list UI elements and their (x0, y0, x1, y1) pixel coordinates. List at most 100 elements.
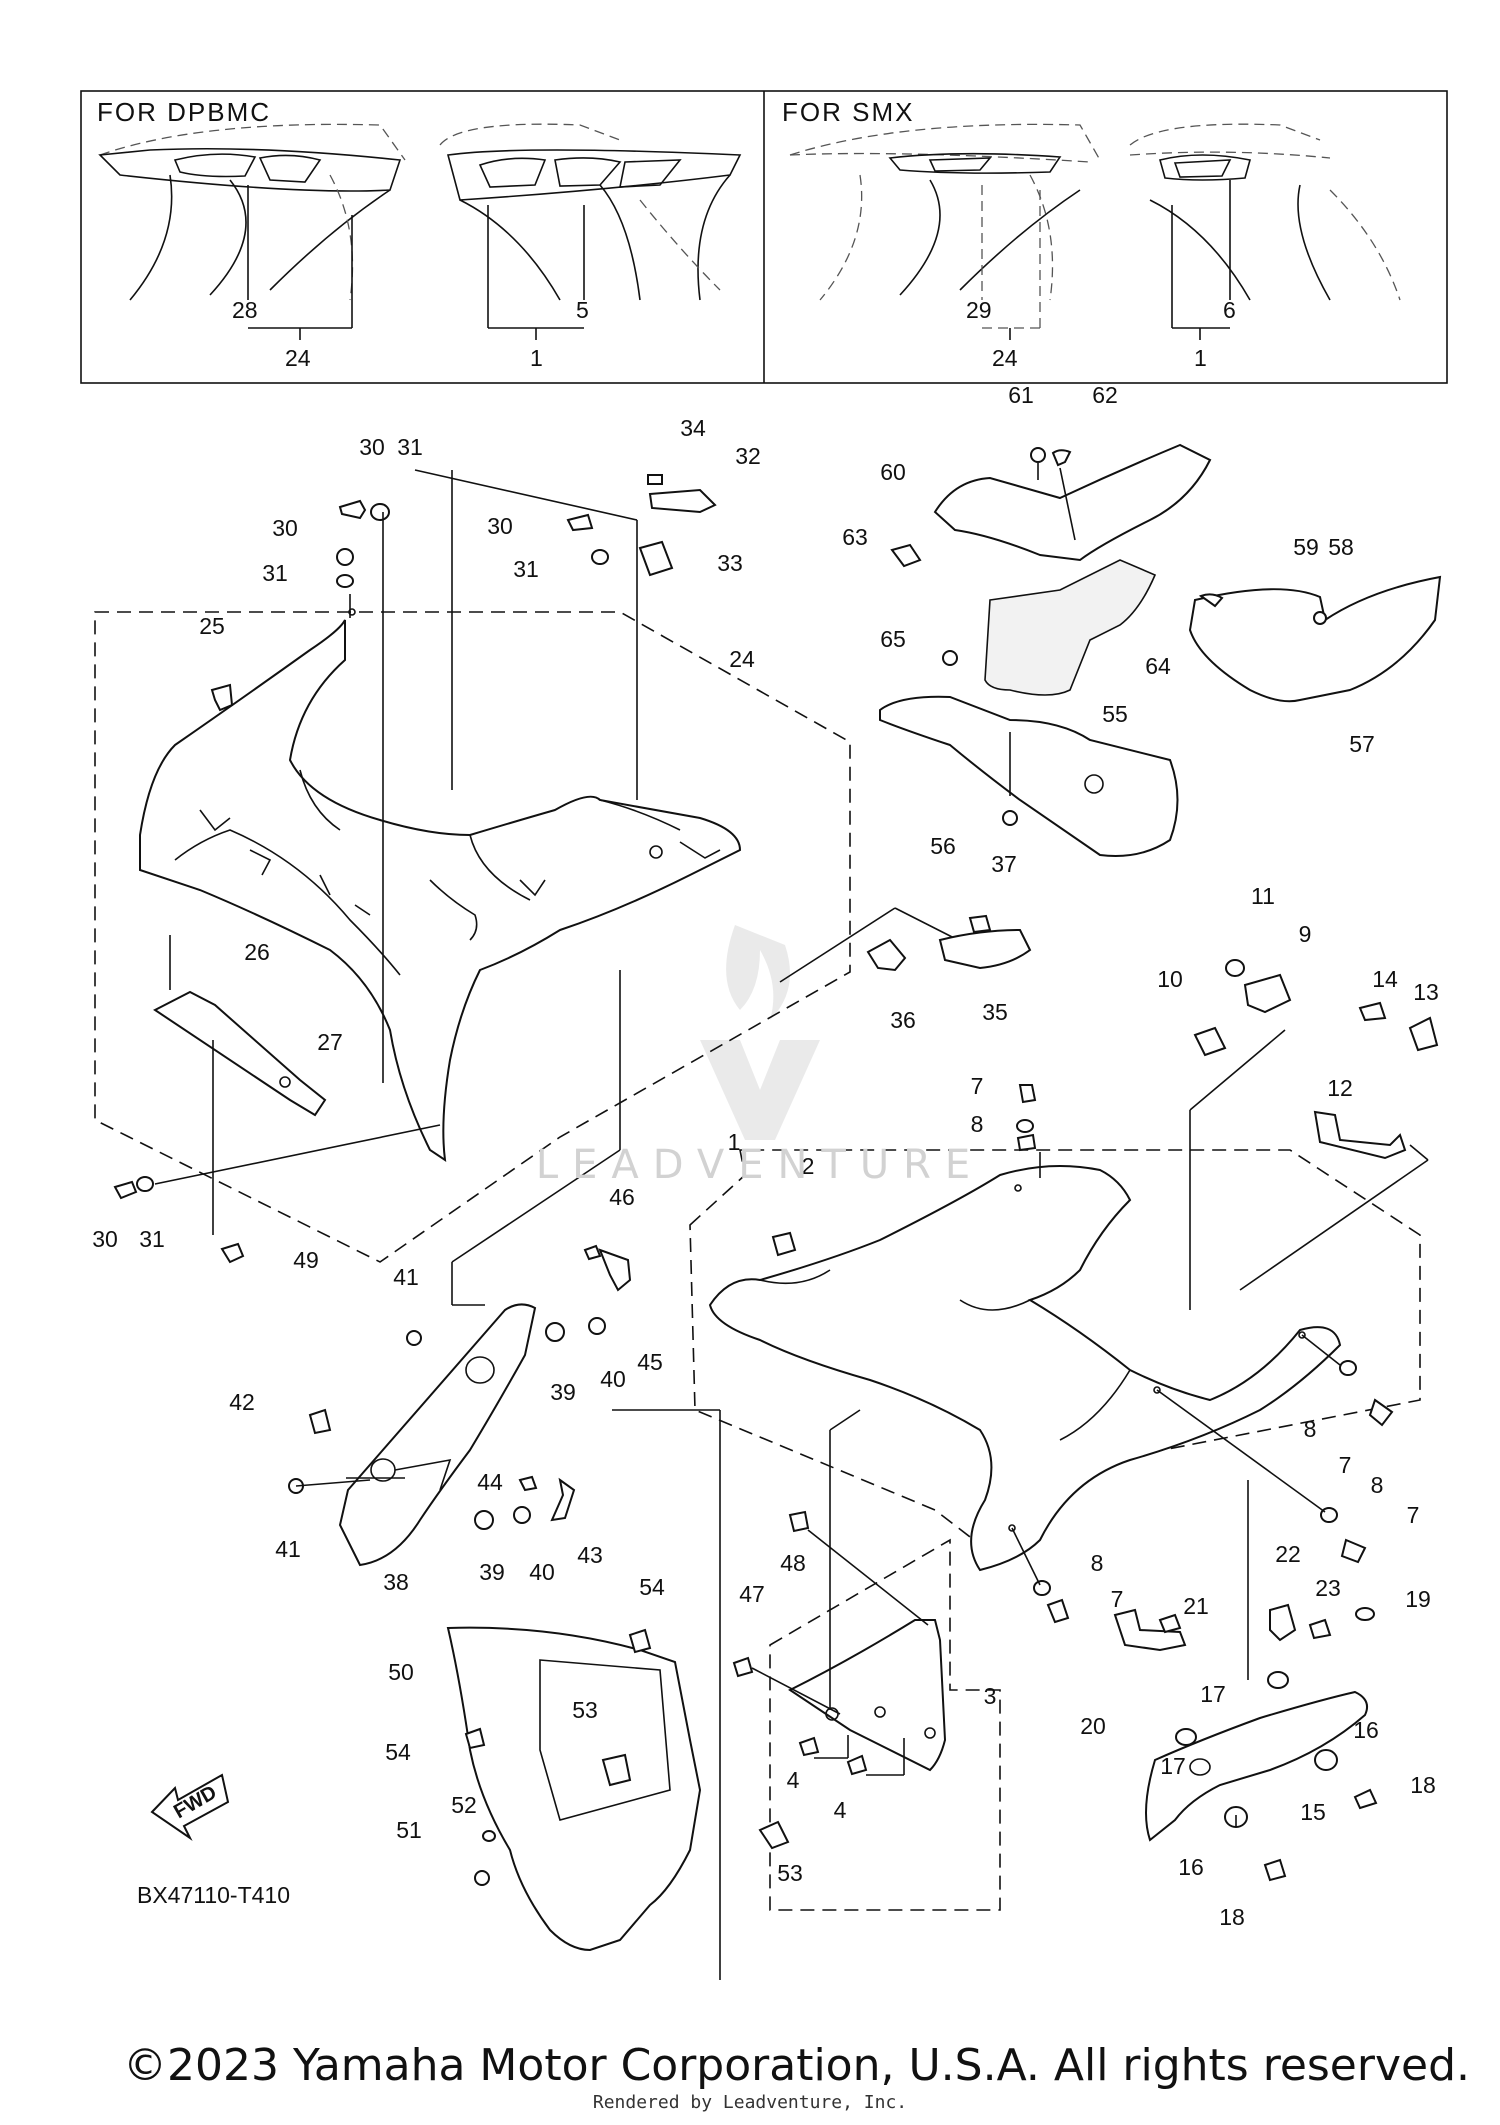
fwd-arrow-icon: FWD (150, 1773, 230, 1842)
watermark-logo (700, 925, 820, 1140)
callout-31: 31 (262, 560, 288, 586)
callout-13: 13 (1413, 979, 1439, 1005)
rendered-by-credit: Rendered by Leadventure, Inc. (592, 2092, 908, 2113)
callout-54: 54 (639, 1574, 665, 1600)
header-left-label-d: 1 (530, 345, 543, 371)
callout-22: 22 (1275, 1541, 1301, 1567)
callout-27: 27 (317, 1029, 343, 1055)
callout-21: 21 (1183, 1593, 1209, 1619)
callout-14: 14 (1372, 966, 1398, 992)
callout-10: 10 (1157, 966, 1183, 992)
callout-30: 30 (359, 434, 385, 460)
callout-43: 43 (577, 1542, 603, 1568)
diagram-code: BX47110-T410 (137, 1882, 291, 1908)
callout-59: 59 (1293, 534, 1319, 560)
callout-49: 49 (293, 1247, 319, 1273)
header-panel: FOR DPBMC FOR SMX (80, 90, 1448, 384)
callout-38: 38 (383, 1569, 409, 1595)
callout-30: 30 (487, 513, 513, 539)
callout-41: 41 (275, 1536, 301, 1562)
callout-8: 8 (1091, 1550, 1104, 1576)
callout-8: 8 (971, 1111, 984, 1137)
callout-53: 53 (777, 1860, 803, 1886)
callout-24: 24 (729, 646, 755, 672)
inner-brackets-upper-right (879, 443, 1442, 857)
callout-55: 55 (1102, 701, 1128, 727)
header-right-label-b: 6 (1223, 297, 1236, 323)
callout-3: 3 (984, 1683, 997, 1709)
copyright-notice: ©2023 Yamaha Motor Corporation, U.S.A. A… (123, 2040, 1470, 2091)
callout-34: 34 (680, 415, 706, 441)
header-left-title: FOR DPBMC (97, 97, 271, 127)
callout-64: 64 (1145, 653, 1171, 679)
callout-31: 31 (513, 556, 539, 582)
callout-44: 44 (477, 1469, 503, 1495)
callout-26: 26 (244, 939, 270, 965)
callout-9: 9 (1299, 921, 1312, 947)
callout-4: 4 (787, 1767, 800, 1793)
watermark-text: LEADVENTURE (535, 1142, 985, 1188)
callout-56: 56 (930, 833, 956, 859)
cowl-assembly-left (94, 608, 851, 1263)
callout-54: 54 (385, 1739, 411, 1765)
callout-30: 30 (272, 515, 298, 541)
callout-40: 40 (600, 1366, 626, 1392)
callout-51: 51 (396, 1817, 422, 1843)
lower-covers (446, 1409, 1001, 1980)
callout-16: 16 (1178, 1854, 1204, 1880)
callout-37: 37 (991, 851, 1017, 877)
callout-19: 19 (1405, 1586, 1431, 1612)
callout-58: 58 (1328, 534, 1354, 560)
callout-33: 33 (717, 550, 743, 576)
callout-25: 25 (199, 613, 225, 639)
callout-12: 12 (1327, 1075, 1353, 1101)
header-right-label-a: 29 (966, 297, 992, 323)
callout-7: 7 (1407, 1502, 1420, 1528)
callout-7: 7 (1339, 1452, 1352, 1478)
callout-8: 8 (1371, 1472, 1384, 1498)
callout-15: 15 (1300, 1799, 1326, 1825)
header-left-label-c: 24 (285, 345, 311, 371)
callout-47: 47 (739, 1581, 765, 1607)
callout-18: 18 (1219, 1904, 1245, 1930)
callout-20: 20 (1080, 1713, 1106, 1739)
callout-65: 65 (880, 626, 906, 652)
callout-7: 7 (1111, 1586, 1124, 1612)
callout-60: 60 (880, 459, 906, 485)
small-parts-top (336, 469, 717, 1083)
middle-brackets (779, 907, 1439, 1310)
callout-39: 39 (479, 1559, 505, 1585)
callout-30: 30 (92, 1226, 118, 1252)
callout-52: 52 (451, 1792, 477, 1818)
callout-48: 48 (780, 1550, 806, 1576)
callout-31: 31 (397, 434, 423, 460)
callout-57: 57 (1349, 731, 1375, 757)
lower-right-rail (1113, 1480, 1378, 1882)
callout-40: 40 (529, 1559, 555, 1585)
callout-61: 61 (1008, 382, 1034, 408)
callout-63: 63 (842, 524, 868, 550)
callout-46: 46 (609, 1184, 635, 1210)
decal-smx (789, 123, 1401, 301)
callout-23: 23 (1315, 1575, 1341, 1601)
callout-4: 4 (834, 1797, 847, 1823)
callout-17: 17 (1160, 1753, 1186, 1779)
callout-36: 36 (890, 1007, 916, 1033)
callout-42: 42 (229, 1389, 255, 1415)
callout-53: 53 (572, 1697, 598, 1723)
callout-35: 35 (982, 999, 1008, 1025)
callout-41: 41 (393, 1264, 419, 1290)
callout-62: 62 (1092, 382, 1118, 408)
header-right-title: FOR SMX (782, 97, 914, 127)
inner-panel-left (113, 935, 632, 1567)
callout-32: 32 (735, 443, 761, 469)
callout-17: 17 (1200, 1681, 1226, 1707)
header-left-label-a: 28 (232, 297, 258, 323)
callout-45: 45 (637, 1349, 663, 1375)
callout-18: 18 (1410, 1772, 1436, 1798)
decal-dpbmc (98, 123, 742, 301)
callout-11: 11 (1251, 883, 1275, 909)
callout-1: 1 (728, 1129, 741, 1155)
